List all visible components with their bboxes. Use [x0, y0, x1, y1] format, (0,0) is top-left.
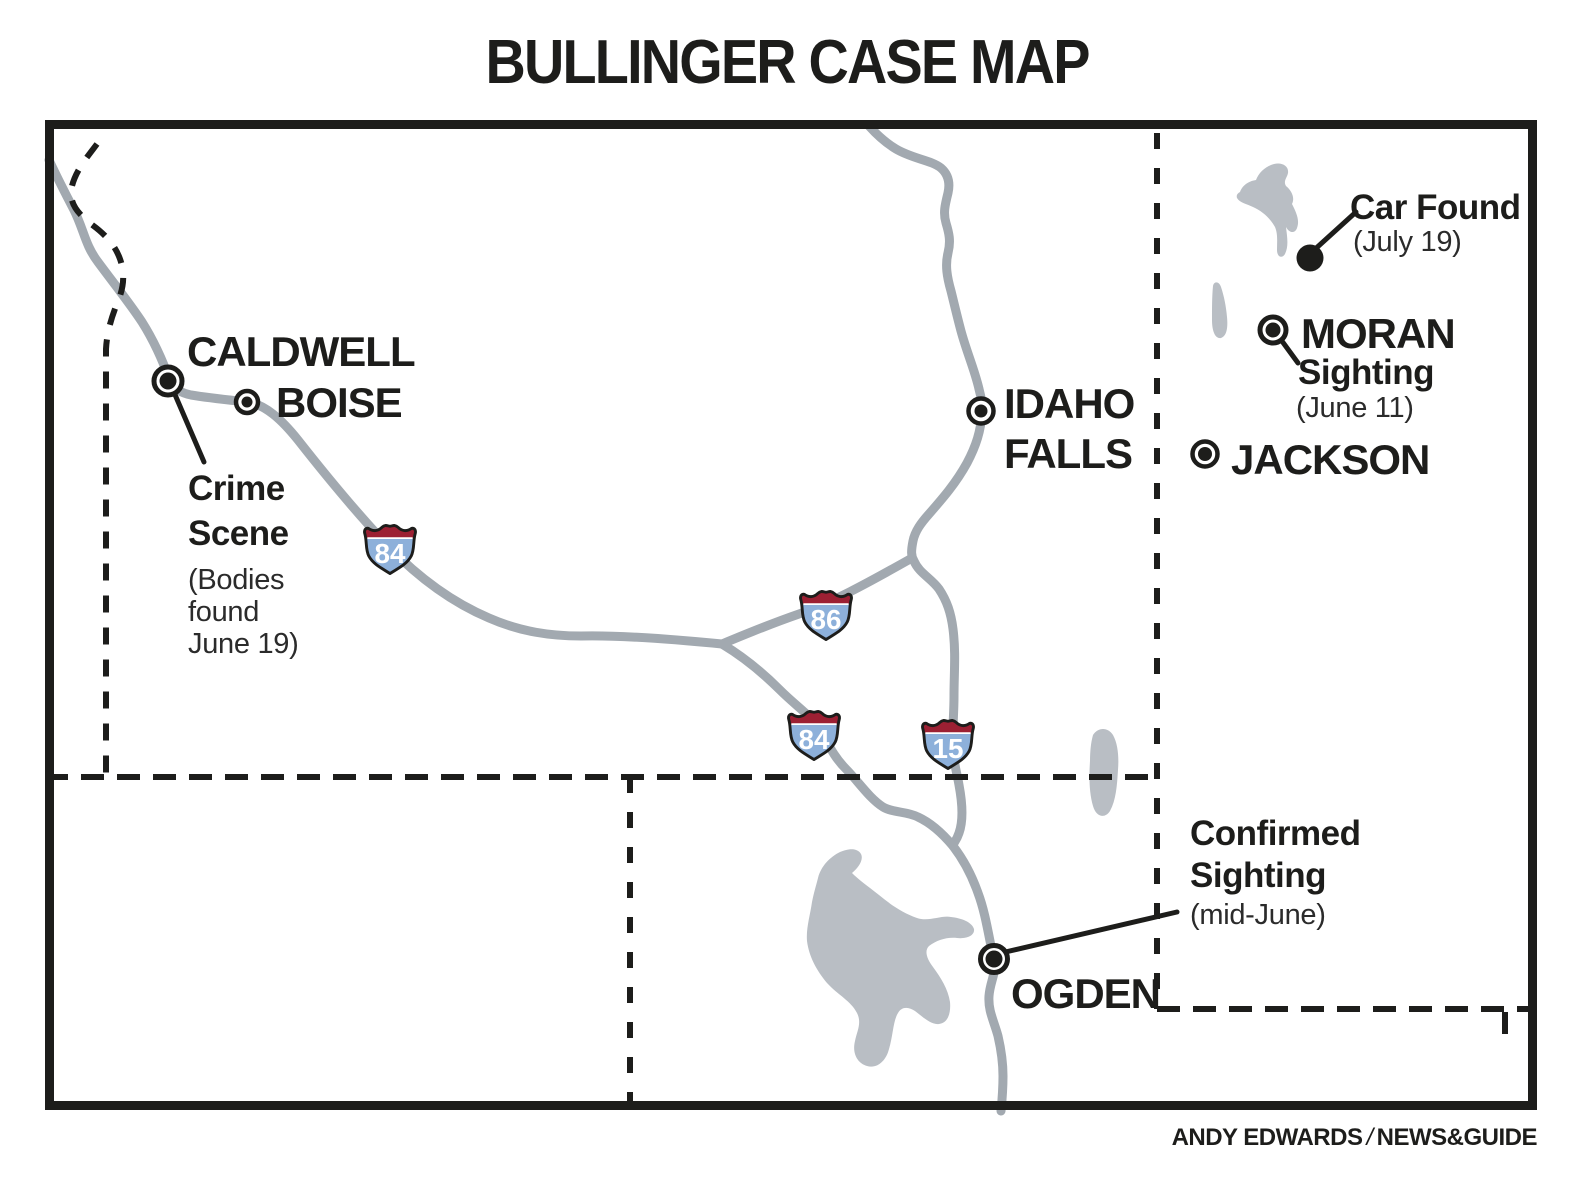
city-label-idaho-falls: IDAHO FALLS: [1004, 379, 1135, 479]
state-borders-group: [45, 133, 1535, 1106]
bear-lake-shape: [1089, 729, 1119, 816]
highway-shield-i84-south: 84: [785, 706, 843, 762]
city-label-idaho-falls-line1: IDAHO: [1004, 380, 1135, 427]
city-marker-moran: [1257, 314, 1289, 346]
city-label-caldwell: CALDWELL: [187, 328, 416, 375]
city-marker-caldwell: [151, 364, 185, 398]
highway-shield-i84-west: 84: [361, 520, 419, 576]
leader-line-crime-scene: [170, 387, 207, 465]
highway-number: 84: [799, 724, 830, 755]
crime-scene-detail2: found: [188, 596, 260, 628]
city-label-ogden: OGDEN: [1011, 970, 1161, 1017]
jackson-lake-shape: [1236, 163, 1299, 257]
map-border: [45, 120, 1537, 1110]
great-salt-lake-shape: [806, 849, 975, 1067]
city-label-idaho-falls-line2: FALLS: [1004, 430, 1133, 477]
annotation-moran-sighting-detail: (June 11): [1296, 392, 1414, 424]
interstate-shield-icon: 15: [921, 719, 975, 770]
city-marker-boise: [233, 388, 261, 416]
city-marker-jackson: [1190, 439, 1220, 469]
map-title-text: BULLINGER CASE MAP: [485, 28, 1091, 97]
highway-shield-i86: 86: [797, 586, 855, 642]
leader-lines-group: [170, 209, 1359, 956]
interstate-shield-icon: 84: [363, 524, 417, 575]
leader-line-confirmed-sighting: [998, 909, 1180, 956]
credit-line: ANDY EDWARDS/NEWS&GUIDE: [1171, 1124, 1538, 1152]
leader-line-car-found: [1310, 209, 1359, 254]
state-border-oregon-idaho: [68, 142, 127, 777]
credit-author: ANDY EDWARDS: [1171, 1124, 1363, 1151]
small-lake-shape: [1212, 282, 1228, 339]
highway-number: 84: [375, 538, 406, 569]
crime-scene-line2: Scene: [188, 514, 289, 553]
lakes-group: [806, 163, 1299, 1067]
highway-shield-i15: 15: [919, 715, 977, 771]
city-marker-ogden: [978, 943, 1010, 975]
annotation-moran-sighting-title: Sighting: [1298, 353, 1434, 392]
confirmed-sighting-line2: Sighting: [1190, 856, 1326, 895]
car-found-marker: [1296, 244, 1324, 272]
highway-number: 15: [933, 733, 964, 764]
annotation-crime-scene-detail: (Bodies found June 19): [188, 564, 299, 660]
credit-publication: NEWS&GUIDE: [1376, 1124, 1538, 1151]
highway-number: 86: [811, 604, 842, 635]
confirmed-sighting-line1: Confirmed: [1190, 814, 1361, 853]
interstate-shield-icon: 84: [787, 710, 841, 761]
highway-i84-south-line: [717, 639, 958, 851]
annotation-confirmed-sighting-title: Confirmed Sighting: [1190, 813, 1361, 897]
highway-i86-line: [717, 553, 917, 649]
city-label-moran: MORAN: [1301, 310, 1456, 357]
markers-group: [151, 244, 1324, 975]
city-label-jackson: JACKSON: [1231, 436, 1430, 483]
crime-scene-detail3: June 19): [188, 628, 299, 660]
annotation-car-found-title: Car Found: [1350, 188, 1521, 227]
credit-separator: /: [1366, 1124, 1373, 1151]
crime-scene-line1: Crime: [188, 469, 285, 508]
map-title: BULLINGER CASE MAP: [0, 32, 1575, 94]
highway-i15-south-line: [948, 841, 1008, 1116]
crime-scene-detail1: (Bodies: [188, 564, 285, 596]
city-marker-idaho-falls: [966, 396, 996, 426]
city-label-boise: BOISE: [276, 379, 403, 426]
annotation-confirmed-sighting-detail: (mid-June): [1190, 899, 1326, 931]
interstate-shield-icon: 86: [799, 590, 853, 641]
annotation-car-found-detail: (July 19): [1353, 226, 1462, 258]
annotation-crime-scene-title: Crime Scene: [188, 466, 289, 556]
